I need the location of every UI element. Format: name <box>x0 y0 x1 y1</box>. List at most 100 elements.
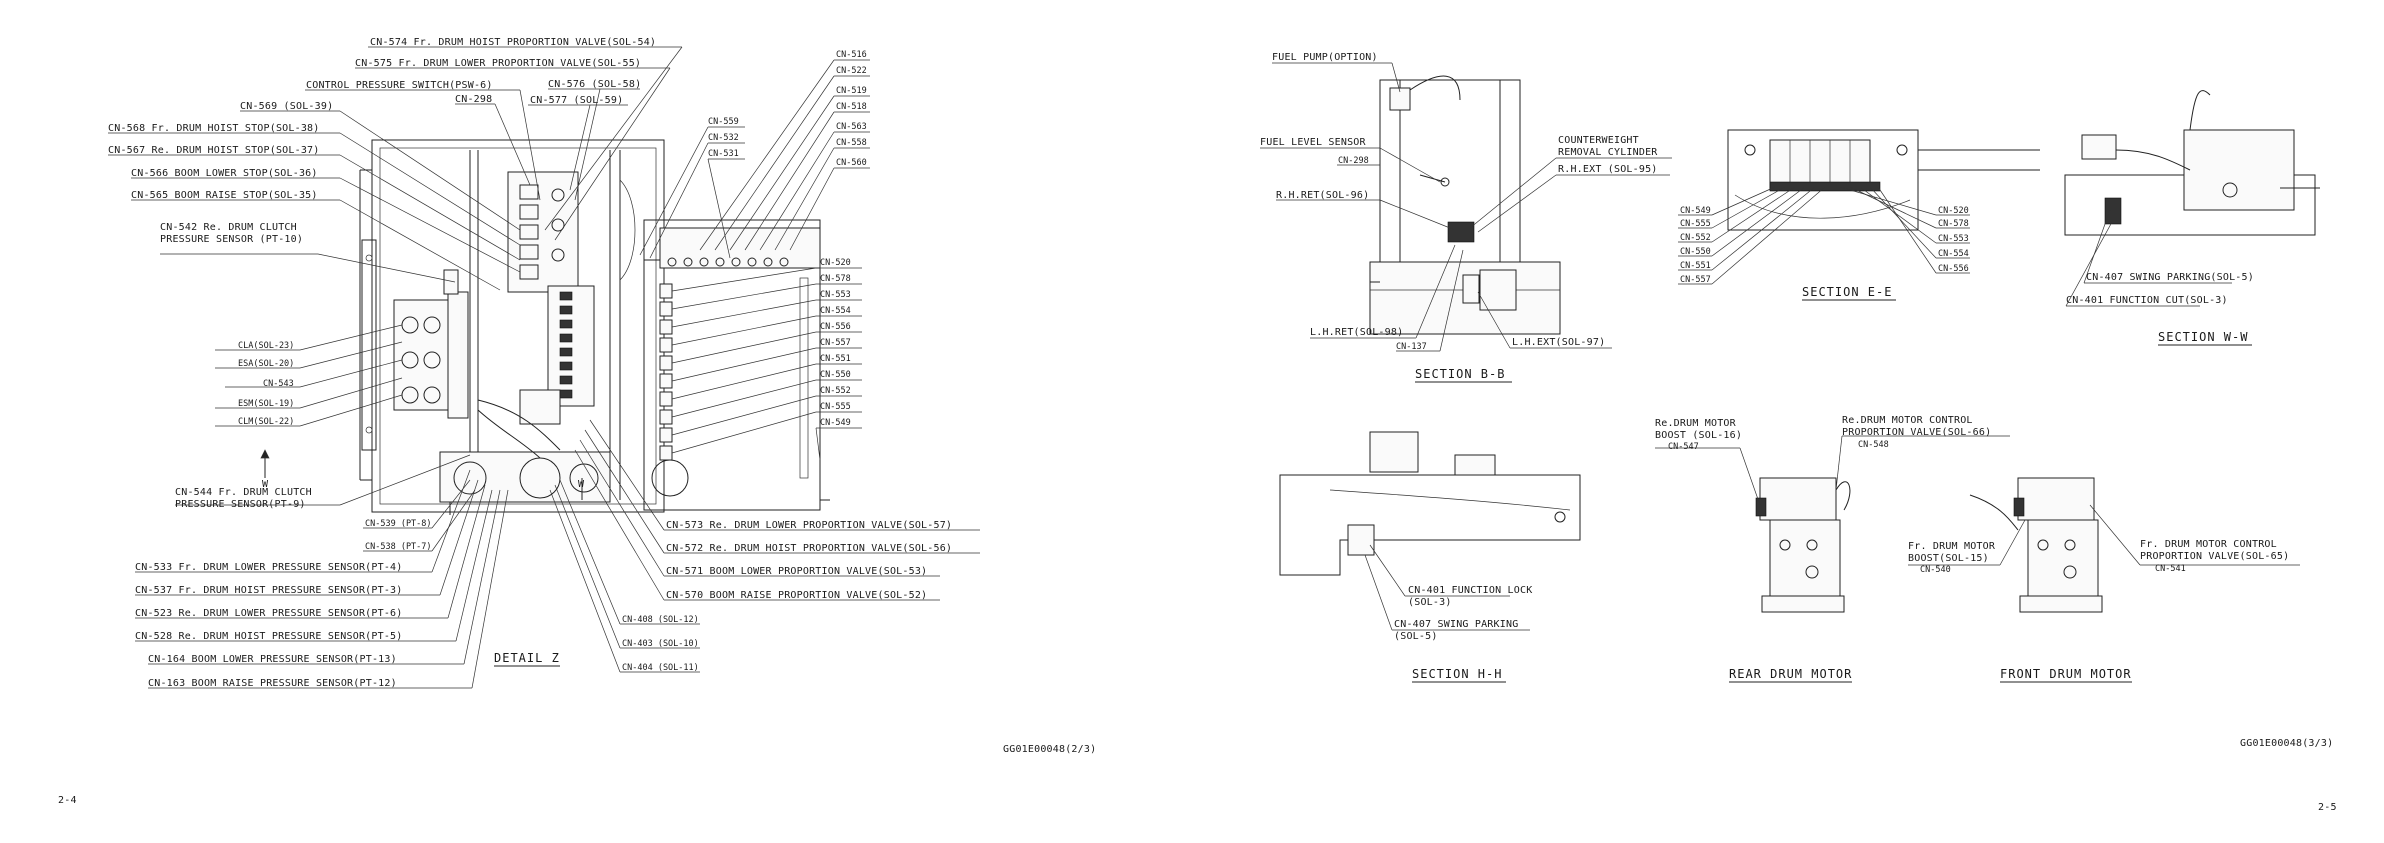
bb-rh-ext: R.H.EXT (SOL-95) <box>1558 164 1658 175</box>
section-ww-leaders <box>2065 209 2232 307</box>
callout-cn522: CN-522 <box>836 66 867 76</box>
bb-lh-ext: L.H.EXT(SOL-97) <box>1512 337 1605 348</box>
front-motor-title: FRONT DRUM MOTOR <box>2000 667 2132 681</box>
callout-cn531: CN-531 <box>708 149 739 159</box>
detail-z-drawing <box>359 139 830 515</box>
front-drum-motor-drawing <box>1969 477 2103 613</box>
callout-cn518: CN-518 <box>836 102 867 112</box>
callout-cn551: CN-551 <box>820 354 851 364</box>
callout-esm: ESM(SOL-19) <box>238 399 294 409</box>
callout-cn563: CN-563 <box>836 122 867 132</box>
callout-cn557: CN-557 <box>820 338 851 348</box>
ee-cn549: CN-549 <box>1680 206 1711 216</box>
rear-motor-title: REAR DRUM MOTOR <box>1729 667 1852 681</box>
callout-clm: CLM(SOL-22) <box>238 417 294 427</box>
page-number-right: 2-5 <box>2318 802 2337 813</box>
callout-cn542-b: PRESSURE SENSOR (PT-10) <box>160 234 303 245</box>
callout-cn298: CN-298 <box>455 94 492 105</box>
callout-cn538: CN-538 (PT-7) <box>365 542 432 552</box>
section-hh-leaders <box>1364 544 1530 631</box>
rear-drum-motor-leaders <box>1655 435 2010 506</box>
callout-cn552: CN-552 <box>820 386 851 396</box>
bb-title: SECTION B-B <box>1415 367 1505 381</box>
ee-cn578: CN-578 <box>1938 219 1969 229</box>
callout-cn559: CN-559 <box>708 117 739 127</box>
callout-cn576: CN-576 (SOL-58) <box>548 79 641 90</box>
callout-cn539: CN-539 (PT-8) <box>365 519 432 529</box>
callout-cn558: CN-558 <box>836 138 867 148</box>
section-ee-leaders <box>1678 186 1970 285</box>
front-control-b: PROPORTION VALVE(SOL-65) <box>2140 551 2289 562</box>
callout-cn408: CN-408 (SOL-12) <box>622 615 699 625</box>
callout-cn568: CN-568 Fr. DRUM HOIST STOP(SOL-38) <box>108 123 320 134</box>
callout-cn554: CN-554 <box>820 306 851 316</box>
callout-cn533: CN-533 Fr. DRUM LOWER PRESSURE SENSOR(PT… <box>135 562 402 573</box>
callout-cn550: CN-550 <box>820 370 851 380</box>
bb-rh-ret: R.H.RET(SOL-96) <box>1276 190 1369 201</box>
bb-fuel-pump: FUEL PUMP(OPTION) <box>1272 52 1378 63</box>
section-hh-drawing <box>1279 431 1581 576</box>
callout-cn544-b: PRESSURE SENSOR(PT-9) <box>175 499 306 510</box>
page-number-left: 2-4 <box>58 795 77 806</box>
section-ee-labels: CN-549 CN-555 CN-552 CN-550 CN-551 CN-55… <box>1680 206 1969 301</box>
front-drum-motor-leaders <box>1908 504 2300 566</box>
callout-cn516: CN-516 <box>836 50 867 60</box>
rear-drum-motor-labels: Re.DRUM MOTOR BOOST (SOL-16) CN-547 Re.D… <box>1655 415 1991 683</box>
callout-cn164: CN-164 BOOM LOWER PRESSURE SENSOR(PT-13) <box>148 654 397 665</box>
section-ww-labels: CN-407 SWING PARKING(SOL-5) CN-401 FUNCT… <box>2066 272 2254 346</box>
ee-cn554: CN-554 <box>1938 249 1969 259</box>
ee-cn555: CN-555 <box>1680 219 1711 229</box>
ee-cn557: CN-557 <box>1680 275 1711 285</box>
ww-title: SECTION W-W <box>2158 330 2248 344</box>
bb-cn298: CN-298 <box>1338 156 1369 166</box>
bb-counterweight-a: COUNTERWEIGHT <box>1558 135 1639 146</box>
ee-cn551: CN-551 <box>1680 261 1711 271</box>
callout-cn544-a: CN-544 Fr. DRUM CLUTCH <box>175 487 312 498</box>
callout-cn403: CN-403 (SOL-10) <box>622 639 699 649</box>
detail-z-leaders <box>108 46 980 689</box>
callout-cn163: CN-163 BOOM RAISE PRESSURE SENSOR(PT-12) <box>148 678 397 689</box>
ee-cn552: CN-552 <box>1680 233 1711 243</box>
section-bb-labels: FUEL PUMP(OPTION) FUEL LEVEL SENSOR CN-2… <box>1260 52 1658 383</box>
rear-drum-motor-drawing <box>1755 477 1851 613</box>
callout-cn404: CN-404 (SOL-11) <box>622 663 699 673</box>
callout-cn519: CN-519 <box>836 86 867 96</box>
ee-cn520: CN-520 <box>1938 206 1969 216</box>
drawing-number-right: GG01E00048(3/3) <box>2240 738 2333 749</box>
bb-lh-ret: L.H.RET(SOL-98) <box>1310 327 1403 338</box>
callout-psw6: CONTROL PRESSURE SWITCH(PSW-6) <box>306 80 493 91</box>
callout-cn569: CN-569 (SOL-39) <box>240 101 333 112</box>
bb-cn137: CN-137 <box>1396 342 1427 352</box>
callout-cn573: CN-573 Re. DRUM LOWER PROPORTION VALVE(S… <box>666 520 952 531</box>
rear-boost-a: Re.DRUM MOTOR <box>1655 418 1737 429</box>
ee-cn556: CN-556 <box>1938 264 1969 274</box>
callout-cn532: CN-532 <box>708 133 739 143</box>
callout-cn560: CN-560 <box>836 158 867 168</box>
callout-cn566: CN-566 BOOM LOWER STOP(SOL-36) <box>131 168 318 179</box>
callout-esa: ESA(SOL-20) <box>238 359 294 369</box>
hh-function-lock-b: (SOL-3) <box>1408 597 1452 608</box>
bb-fuel-level: FUEL LEVEL SENSOR <box>1260 137 1367 148</box>
front-control-a: Fr. DRUM MOTOR CONTROL <box>2140 539 2277 550</box>
callout-cn565: CN-565 BOOM RAISE STOP(SOL-35) <box>131 190 318 201</box>
rear-control-a: Re.DRUM MOTOR CONTROL <box>1842 415 1973 426</box>
callout-cla: CLA(SOL-23) <box>238 341 294 351</box>
hh-swing-parking-a: CN-407 SWING PARKING <box>1394 619 1518 630</box>
callout-cn537: CN-537 Fr. DRUM HOIST PRESSURE SENSOR(PT… <box>135 585 402 596</box>
section-ee-drawing <box>1727 129 2040 231</box>
w-marker-left: W <box>262 479 269 490</box>
rear-cn548: CN-548 <box>1858 440 1889 450</box>
callout-cn575: CN-575 Fr. DRUM LOWER PROPORTION VALVE(S… <box>355 58 641 69</box>
callout-cn574: CN-574 Fr. DRUM HOIST PROPORTION VALVE(S… <box>370 37 656 48</box>
callout-cn570: CN-570 BOOM RAISE PROPORTION VALVE(SOL-5… <box>666 590 927 601</box>
ww-function-cut: CN-401 FUNCTION CUT(SOL-3) <box>2066 295 2228 306</box>
front-boost-b: BOOST(SOL-15) <box>1908 553 1989 564</box>
hh-function-lock-a: CN-401 FUNCTION LOCK <box>1408 585 1532 596</box>
rear-boost-b: BOOST (SOL-16) <box>1655 430 1742 441</box>
rear-cn547: CN-547 <box>1668 442 1699 452</box>
bb-counterweight-b: REMOVAL CYLINDER <box>1558 147 1658 158</box>
callout-cn543: CN-543 <box>263 379 294 389</box>
rear-control-b: PROPORTION VALVE(SOL-66) <box>1842 427 1991 438</box>
ee-cn550: CN-550 <box>1680 247 1711 257</box>
